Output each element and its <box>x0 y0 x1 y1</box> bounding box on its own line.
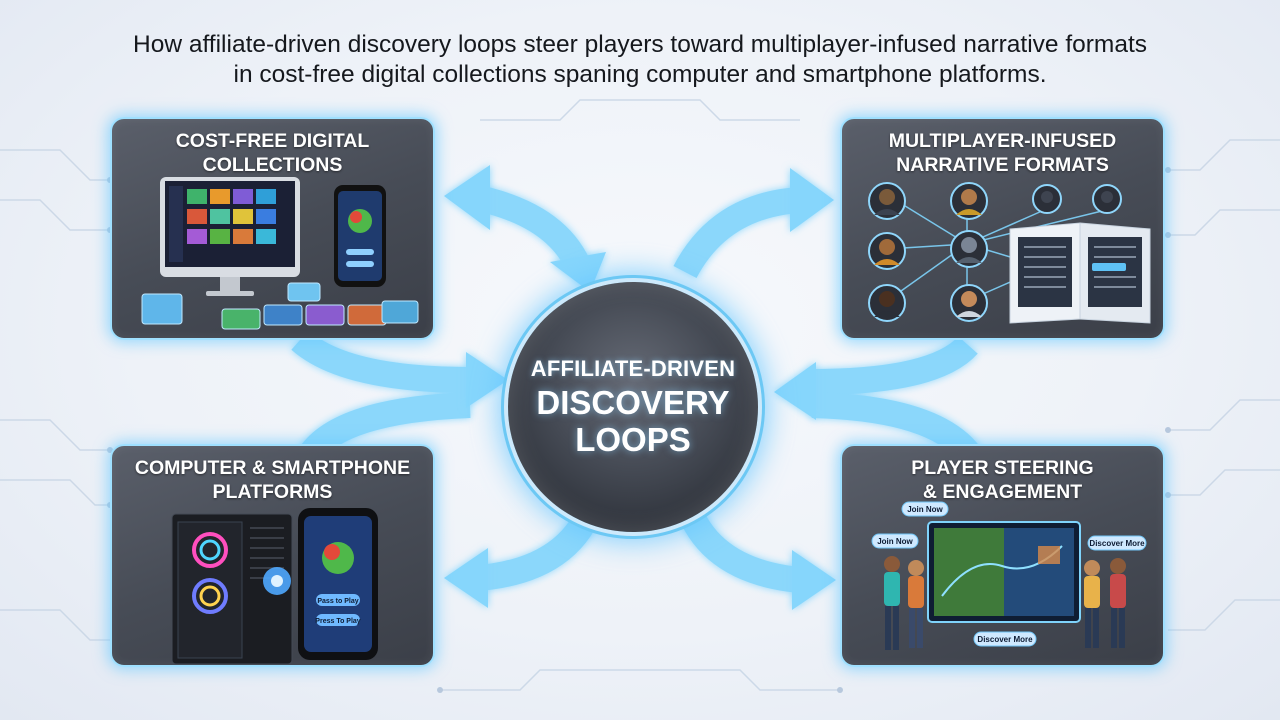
arrowhead-top-left-a <box>444 165 490 230</box>
title-line-1: How affiliate-driven discovery loops ste… <box>133 31 1147 58</box>
discovery-loops-hub: AFFILIATE-DRIVEN DISCOVERY LOOPS <box>508 282 758 532</box>
panel-title-multiplayer-line2: NARRATIVE FORMATS <box>896 154 1109 176</box>
page-title: How affiliate-driven discovery loops ste… <box>0 30 1280 90</box>
panel-title-multiplayer-line1: MULTIPLAYER-INFUSED <box>888 130 1117 152</box>
panel-art-platforms: Pass to Play Press To Play <box>171 508 378 665</box>
open-book-icon <box>1009 222 1151 324</box>
game-cards-icon <box>141 282 419 330</box>
arrowhead-top-left-b <box>550 252 606 292</box>
interactive-map-screen-icon <box>927 521 1081 623</box>
arrow-right-upper <box>811 335 978 395</box>
smartphone-game-icon: Pass to Play Press To Play <box>298 508 378 660</box>
arrow-top-right <box>673 187 802 279</box>
panel-art-collections <box>141 177 419 330</box>
panel-title-platforms-line2: PLATFORMS <box>212 481 333 503</box>
player-avatars-icon <box>868 182 1122 322</box>
panel-title-steering-line1: PLAYER STEERING <box>911 457 1094 479</box>
arrowhead-bottom-right <box>792 550 836 610</box>
arrow-left-upper <box>291 329 471 393</box>
panel-title-cost-free-line2: COLLECTIONS <box>202 154 343 176</box>
arrowhead-right-upper <box>774 362 816 420</box>
bubble-label-3: Discover More <box>1089 539 1145 548</box>
bubble-label-4: Discover More <box>977 635 1033 644</box>
arrowhead-top-right <box>790 168 834 232</box>
panel-title-cost-free: COST-FREE DIGITAL COLLECTIONS <box>112 129 433 177</box>
panel-title-cost-free-line1: COST-FREE DIGITAL <box>175 130 370 152</box>
panel-art-narrative <box>868 182 1151 324</box>
speech-bubbles: Join Now Join Now Discover More Discover… <box>871 501 1147 647</box>
panel-title-steering-line2: & ENGAGEMENT <box>922 481 1083 503</box>
arrow-top-left <box>475 185 590 271</box>
panel-title-steering: PLAYER STEERING & ENGAGEMENT <box>842 456 1163 504</box>
title-line-2: in cost-free digital collections spaning… <box>233 61 1047 88</box>
players-group-icon <box>884 556 1126 650</box>
bubble-label-2: Join Now <box>877 537 913 546</box>
smartphone-icon <box>334 185 386 287</box>
panel-title-platforms: COMPUTER & SMARTPHONE PLATFORMS <box>112 456 433 504</box>
bubble-label-1: Join Now <box>907 505 943 514</box>
panel-multiplayer-narrative: MULTIPLAYER-INFUSED NARRATIVE FORMATS <box>840 117 1165 340</box>
hub-line-2: DISCOVERY <box>536 384 730 421</box>
hub-line-3: LOOPS <box>575 421 691 458</box>
phone-button-label-1: Pass to Play <box>317 598 358 605</box>
panel-computer-smartphone: COMPUTER & SMARTPHONE PLATFORMS <box>110 444 435 667</box>
panel-player-steering: PLAYER STEERING & ENGAGEMENT Join Now Jo… <box>840 444 1165 667</box>
panel-title-platforms-line1: COMPUTER & SMARTPHONE <box>134 457 411 479</box>
hub-line-1: AFFILIATE-DRIVEN <box>530 356 736 381</box>
gaming-pc-tower-icon <box>171 513 293 665</box>
panel-title-multiplayer: MULTIPLAYER-INFUSED NARRATIVE FORMATS <box>842 129 1163 177</box>
desktop-monitor-icon <box>160 177 300 296</box>
panel-cost-free-collections: COST-FREE DIGITAL COLLECTIONS <box>110 117 435 340</box>
arrow-bottom-left <box>478 504 602 591</box>
arrow-bottom-right <box>678 506 802 593</box>
arrowhead-bottom-left <box>444 548 488 608</box>
panel-art-steering: Join Now Join Now Discover More Discover… <box>871 501 1147 650</box>
arrowhead-left-upper <box>466 352 508 408</box>
phone-button-label-2: Press To Play <box>315 618 361 625</box>
